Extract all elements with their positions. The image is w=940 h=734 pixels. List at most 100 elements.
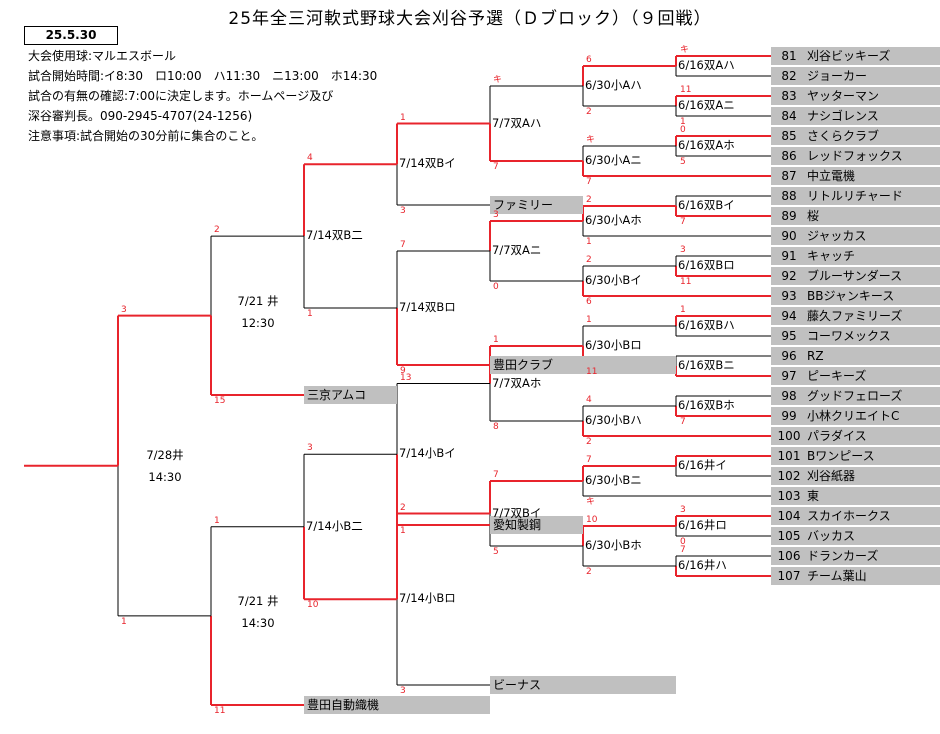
game-label-r1: 6/16双Bホ [678,398,735,412]
team-row: 98 グッドフェローズ [771,387,940,405]
team-number: 100 [777,429,801,443]
score-label: 0 [493,282,499,292]
game-label-r1: 6/16井ハ [678,558,727,572]
score-label: 11 [680,85,692,95]
info-ball: 大会使用球:マルエスボール [28,49,177,63]
game-label-r2: 6/30小Aホ [585,213,642,227]
score-label: キ [586,135,596,145]
team-number: 104 [777,509,801,523]
score-label: 7 [680,545,686,555]
team-number: 90 [781,229,797,243]
game-label-r1: 6/16井ロ [678,518,727,532]
game-label-r1: 6/16井イ [678,458,727,472]
team-name: ブルーサンダース [807,269,903,283]
final-time: 14:30 [148,469,182,484]
score-label: 7 [586,455,592,465]
team-name: さくらクラブ [807,129,880,143]
team-row: 102 刈谷紙器 [771,467,940,485]
score-label: 7 [680,217,686,227]
game-label-r2: 6/30小Bロ [585,338,642,352]
team-name: グッドフェローズ [807,389,903,403]
game-label-r2: 6/30小Bハ [585,413,642,427]
team-number: 92 [781,269,797,283]
score-label: キ [493,75,503,85]
score-label: 3 [400,686,406,696]
team-name: 藤久ファミリーズ [807,309,903,323]
score-label: 15 [214,396,226,406]
score-label: 6 [586,297,592,307]
game-time-r6: 14:30 [241,615,275,630]
score-label: 5 [680,157,686,167]
team-name: 刈谷紙器 [807,469,856,483]
team-row: 93 BBジャンキース [771,287,940,305]
team-row: 105 バッカス [771,527,940,545]
team-name: BBジャンキース [807,289,895,303]
team-name: コーワメックス [807,329,891,343]
seeded-team-venus: ビーナス [490,676,676,694]
team-number: 105 [777,529,801,543]
team-name: パラダイス [807,429,867,443]
game-time-r6: 12:30 [241,315,275,330]
team-name: 小林クリエイトC [807,409,900,423]
score-label: 1 [680,305,686,315]
score-label: 2 [586,195,592,205]
team-name: Bワンピース [807,449,875,463]
score-label: 3 [680,245,686,255]
game-label-r2: 6/30小Aニ [585,153,642,167]
score-label: キ [680,45,690,55]
game-label-r4: 7/14双Bロ [399,300,456,314]
team-number: 85 [781,129,797,143]
score-label: 1 [400,112,406,123]
team-number: 93 [781,289,797,303]
score-label: 10 [586,515,598,525]
game-label-r1: 6/16双Bニ [678,358,735,372]
score-label: 7 [586,177,592,187]
team-row: 92 ブルーサンダース [771,267,940,285]
score-label: 7 [400,240,406,250]
team-name: ドランカーズ [807,549,879,563]
final-date: 7/28井 [146,447,184,462]
team-row: 85 さくらクラブ [771,127,940,145]
game-label-r4: 7/14小Bロ [399,591,456,606]
game-label-r2: 6/30小Bイ [585,273,642,287]
game-date-r6: 7/21 井 [237,293,279,308]
score-label: 1 [586,237,592,247]
seeded-team-toyota_jido: 豊田自動織機 [304,696,490,714]
score-label: 7 [680,417,686,427]
seeded-team-familie: ファミリー [490,196,583,214]
game-label-r4: 7/14小Bイ [399,446,456,461]
team-name: RZ [807,349,824,363]
team-number: 97 [781,369,797,383]
team-name: 刈谷ビッキーズ [807,49,891,63]
seeded-team-toyota_club: 豊田クラブ [490,356,676,374]
team-number: 88 [781,189,797,203]
game-label-r2: 6/30小Bホ [585,538,642,552]
team-name: バッカス [807,529,856,543]
score-label: 6 [586,55,592,65]
date-box: 25.5.30 [24,26,118,45]
team-number: 96 [781,349,797,363]
team-number: 107 [777,569,801,583]
team-number: 102 [777,469,801,483]
score-label: 13 [400,372,412,383]
game-label-r3: 7/7双Bイ [492,505,542,520]
team-name: 東 [807,489,820,503]
score-label: 11 [586,367,598,377]
score-label: 3 [680,505,686,515]
score-label: 3 [307,443,313,454]
game-label-r2: 6/30小Aハ [585,78,642,92]
score-label: 1 [121,616,127,627]
game-label-r2: 6/30小Bニ [585,473,642,487]
score-label: 7 [493,470,499,480]
team-number: 98 [781,389,797,403]
game-label-r3: 7/7双Aニ [492,243,542,257]
score-label: 2 [400,502,406,513]
score-label: 0 [680,537,686,547]
